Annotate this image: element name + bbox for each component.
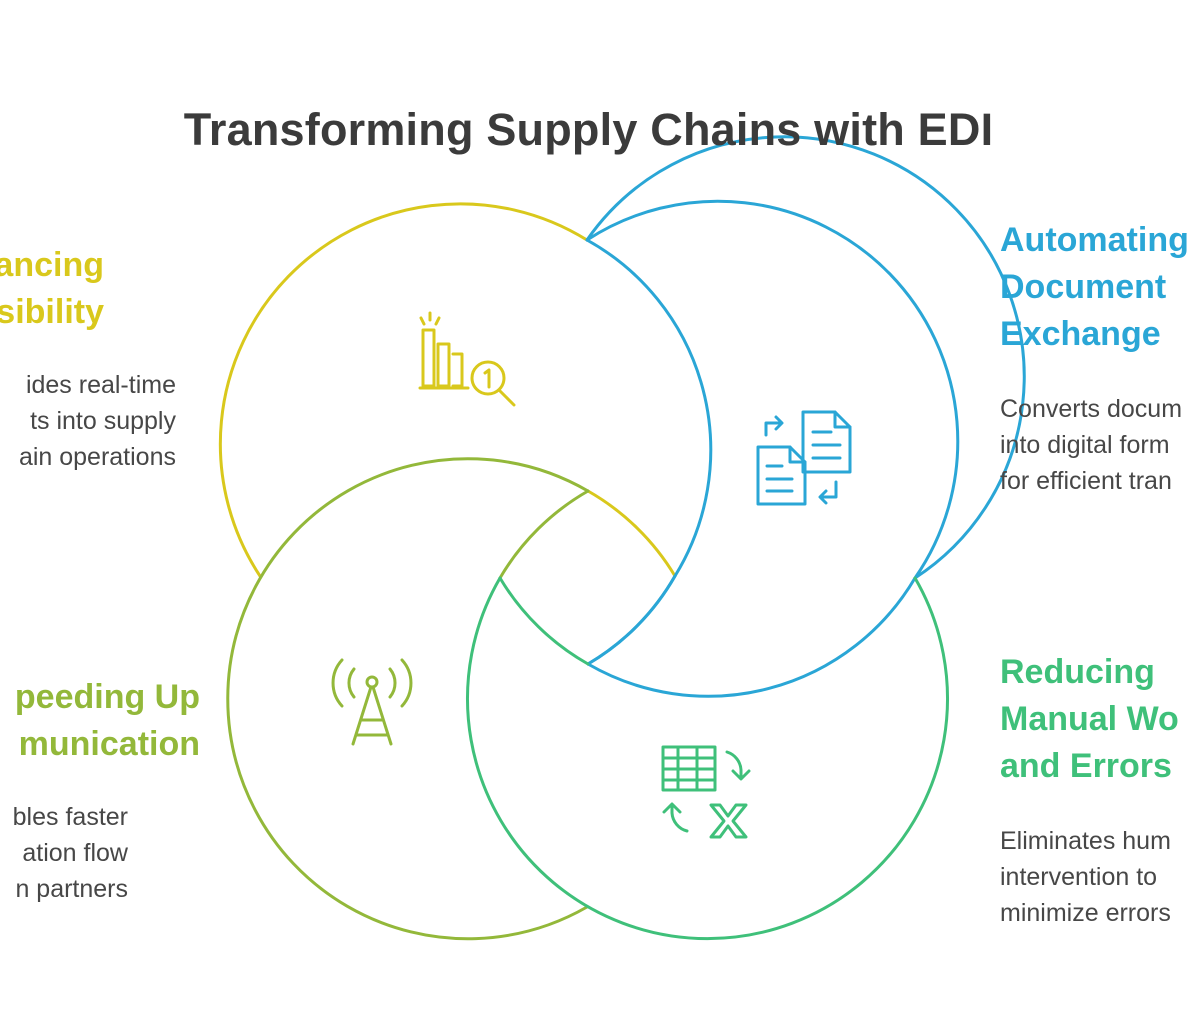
desc-visibility-line-2: ts into supply bbox=[30, 407, 176, 435]
desc-automating-line-1: Converts docum bbox=[1000, 395, 1183, 423]
circle-reducing-inner bbox=[498, 576, 590, 666]
document-exchange-icon bbox=[756, 410, 852, 506]
heading-reducing-line-1: Reducing bbox=[1000, 653, 1155, 691]
heading-reducing: Reducing Manual Wo and Errors bbox=[1000, 649, 1179, 790]
circle-visibility-inner bbox=[586, 489, 677, 578]
page-title: Transforming Supply Chains with EDI bbox=[183, 104, 994, 155]
desc-automating-line-3: for efficient tran bbox=[1000, 467, 1172, 495]
heading-automating: Automating Document Exchange bbox=[1000, 217, 1189, 358]
circle-automating-bottom bbox=[586, 576, 917, 698]
heading-visibility: ancing sibility bbox=[0, 242, 104, 336]
circle-visibility bbox=[218, 202, 589, 578]
desc-visibility-line-3: ain operations bbox=[18, 443, 176, 471]
desc-reducing-line-3: minimize errors bbox=[1000, 899, 1171, 927]
radio-tower-icon bbox=[331, 658, 413, 746]
desc-visibility: ides real-time ts into supply ain operat… bbox=[19, 367, 176, 475]
circle-automating-top-right bbox=[585, 199, 960, 580]
desc-reducing-line-2: intervention to bbox=[1000, 863, 1158, 891]
heading-communication-line-2: munication bbox=[18, 725, 200, 763]
heading-visibility-line-2: sibility bbox=[0, 293, 104, 331]
circle-automating-top bbox=[585, 238, 713, 578]
desc-communication-line-3: n partners bbox=[15, 875, 128, 903]
heading-reducing-line-3: and Errors bbox=[1000, 747, 1172, 785]
desc-reducing: Eliminates hum intervention to minimize … bbox=[1000, 823, 1171, 931]
circle-automating-arc bbox=[586, 574, 677, 666]
circle-communication-inner bbox=[498, 489, 590, 580]
heading-visibility-line-1: ancing bbox=[0, 246, 104, 284]
heading-automating-line-3: Exchange bbox=[1000, 315, 1161, 353]
bar-chart-magnifier-icon bbox=[418, 311, 516, 407]
desc-communication-line-1: bles faster bbox=[12, 803, 128, 831]
desc-visibility-line-1: ides real-time bbox=[25, 371, 176, 399]
circle-reducing bbox=[466, 576, 949, 941]
circle-automating bbox=[585, 135, 1026, 666]
heading-communication: peeding Up munication bbox=[15, 674, 200, 768]
desc-automating: Converts docum into digital form for eff… bbox=[1000, 391, 1182, 499]
heading-automating-line-2: Document bbox=[1000, 268, 1167, 306]
desc-communication-line-2: ation flow bbox=[22, 839, 128, 867]
spreadsheet-cancel-icon bbox=[661, 745, 751, 839]
desc-automating-line-2: into digital form bbox=[1000, 431, 1170, 459]
desc-communication: bles faster ation flow n partners bbox=[13, 799, 128, 907]
desc-reducing-line-1: Eliminates hum bbox=[1000, 827, 1171, 855]
heading-communication-line-1: peeding Up bbox=[14, 678, 200, 716]
heading-automating-line-1: Automating bbox=[1000, 221, 1189, 259]
heading-reducing-line-2: Manual Wo bbox=[1000, 700, 1179, 738]
circle-communication bbox=[226, 457, 590, 941]
